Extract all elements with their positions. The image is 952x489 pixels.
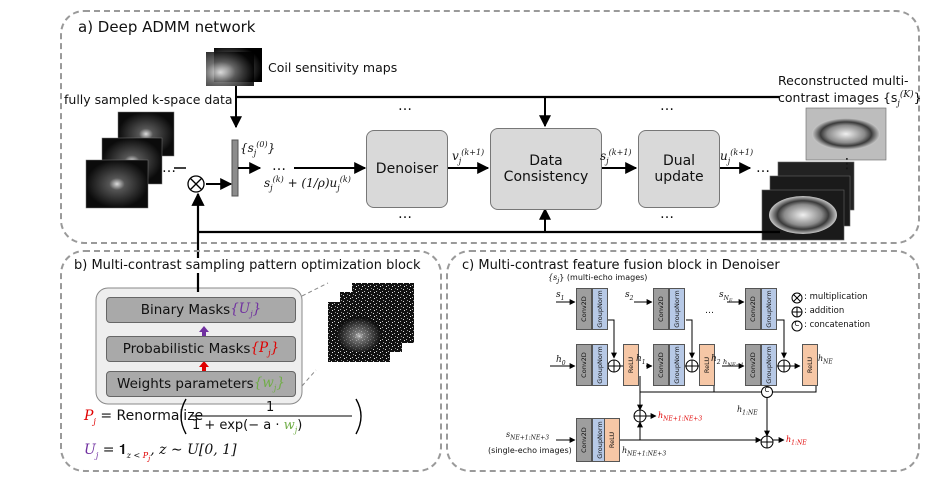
kspace-dots: …: [162, 160, 176, 176]
u-next-label: uj(k+1): [720, 148, 754, 166]
coil-sensitivity-image: [206, 48, 262, 86]
single-echo-input-label: sNE+1:NE+3: [506, 430, 550, 442]
h-single-bottom-label: hNE+1:NE+3: [622, 446, 667, 458]
addition-nodes: [607, 359, 791, 449]
legend-multiplication: : multiplication: [804, 292, 868, 302]
kspace-image-stack: [85, 111, 175, 209]
denoiser-dots-bottom: …: [398, 206, 412, 222]
legend-concatenation: : concatenation: [804, 320, 871, 330]
conv2d-block: Conv2D: [576, 344, 592, 386]
recon-vdots: ⋮: [840, 156, 854, 172]
kspace-label: fully sampled k-space data: [64, 92, 233, 107]
panel-c-border: [446, 250, 920, 472]
dual-dots-bottom: …: [660, 206, 674, 222]
recon-label-line1: Reconstructed multi-: [778, 73, 909, 88]
conv2d-block: Conv2D: [745, 288, 761, 330]
s2-label: s2: [625, 290, 634, 302]
single-echo-label: (single-echo images): [488, 446, 572, 455]
hNE-label: hNE: [818, 354, 833, 366]
h2-label: h2: [711, 354, 721, 366]
dual-dots-top: …: [660, 98, 674, 114]
reconstructed-image-stack: [761, 107, 887, 241]
conv2d-block: Conv2D: [653, 344, 669, 386]
sNE-label: sNE: [719, 290, 733, 304]
groupnorm-block: GroupNorm: [669, 288, 685, 330]
s0-label: {sj(0)}: [240, 140, 276, 158]
h0-label: h0: [556, 355, 566, 367]
binary-masks-row[interactable]: Binary Masks {Uj}: [106, 297, 296, 323]
input-expression: sj(k) + (1/ρ)uj(k): [264, 175, 351, 193]
s0-dots: …: [272, 158, 286, 174]
denoiser-dots-top: …: [398, 98, 412, 114]
weights-parameters-row[interactable]: Weights parameters {wj}: [106, 371, 296, 397]
groupnorm-block: GroupNorm: [669, 344, 685, 386]
relu-block: ReLU: [623, 344, 639, 386]
s-next-label: sj(k+1): [600, 148, 632, 166]
top-dots: …: [705, 306, 714, 316]
coil-sensitivity-label: Coil sensitivity maps: [268, 60, 398, 75]
groupnorm-block: GroupNorm: [761, 344, 777, 386]
conv2d-block: Conv2D: [576, 288, 592, 330]
sampling-mask-image-stack: [328, 283, 414, 362]
relu-block: ReLU: [699, 344, 715, 386]
output-dots: …: [756, 160, 770, 176]
legend-addition: : addition: [804, 306, 845, 316]
conv2d-block: Conv2D: [653, 288, 669, 330]
h-fused-red-label: hNE+1:NE+3: [658, 411, 703, 423]
s1-label: s1: [556, 290, 565, 302]
panel-a-title: a) Deep ADMM network: [76, 18, 258, 36]
renormalize-numerator: 1: [266, 400, 275, 415]
renormalize-equation-lhs: Pj = Renormalize: [84, 408, 204, 426]
h1-label: h1: [636, 354, 646, 366]
groupnorm-block: GroupNorm: [761, 288, 777, 330]
panel-c-title: c) Multi-contrast feature fusion block i…: [460, 258, 782, 273]
relu-block: ReLU: [604, 418, 620, 462]
panel-b-border: [60, 250, 442, 472]
h-multi-red-label: h1:NE: [786, 435, 807, 447]
concat-node-label: C: [764, 386, 770, 394]
groupnorm-block: GroupNorm: [592, 288, 608, 330]
recon-label-line2: contrast images {sj(K)}: [778, 90, 922, 108]
probabilistic-masks-row[interactable]: Probabilistic Masks {Pj}: [106, 336, 296, 362]
renormalize-denominator: 1 + exp(− a · wj): [192, 418, 303, 435]
concatenation-node: [761, 386, 773, 398]
conv2d-block: Conv2D: [576, 418, 592, 462]
panel-a-border: [60, 10, 920, 244]
multi-echo-label: {sj} (multi-echo images): [548, 273, 648, 285]
panel-b-title: b) Multi-contrast sampling pattern optim…: [72, 258, 423, 273]
binarize-equation: Uj = 𝟏z < Pj, z ∼ U[0, 1]: [84, 442, 237, 463]
hNE-1-label: hNE−1: [723, 358, 744, 369]
denoiser-box[interactable]: Denoiser: [366, 130, 448, 208]
multiply-node: [187, 175, 205, 193]
groupnorm-block: GroupNorm: [592, 344, 608, 386]
legend-symbols: [791, 292, 803, 332]
h1NE-label: h1:NE: [737, 405, 758, 417]
conv2d-block: Conv2D: [745, 344, 761, 386]
legend-concat-symbol: C: [794, 320, 800, 328]
v-label: vj(k+1): [452, 148, 485, 166]
relu-block: ReLU: [802, 344, 818, 386]
